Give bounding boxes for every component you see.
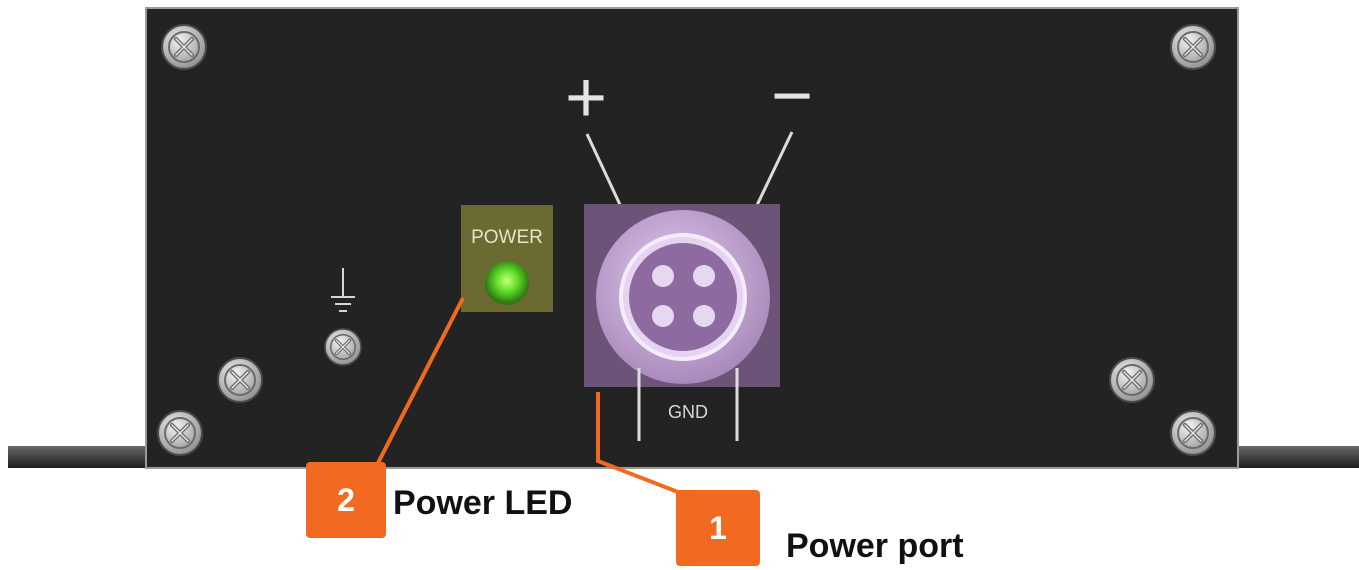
right-mount-bar	[1236, 446, 1359, 468]
left-mount-bar	[8, 446, 148, 468]
screw-top-right-icon	[1169, 23, 1217, 71]
callout-label-power-port: Power port	[786, 527, 964, 565]
power-led-leader-line	[376, 297, 465, 464]
ground-screw-icon	[323, 327, 363, 367]
power-led-label: POWER	[471, 227, 543, 248]
screw-bottom-left-icon	[156, 409, 204, 457]
callout-badge-2: 2	[306, 462, 386, 538]
power-led-icon	[485, 261, 529, 305]
screw-top-left-icon	[160, 23, 208, 71]
screw-bottom-right-icon	[1169, 409, 1217, 457]
ground-symbol-icon	[331, 268, 355, 312]
power-port-pins-icon	[652, 265, 715, 327]
minus-sign: −	[771, 56, 813, 136]
power-port-leader-line	[596, 392, 684, 496]
power-port-socket	[629, 243, 737, 351]
gnd-label: GND	[668, 402, 708, 422]
screw-mid-right-icon	[1108, 356, 1156, 404]
plus-sign: +	[565, 58, 607, 138]
callout-badge-1: 1	[676, 490, 760, 566]
callout-label-power-led: Power LED	[393, 484, 573, 522]
screw-mid-left-icon	[216, 356, 264, 404]
